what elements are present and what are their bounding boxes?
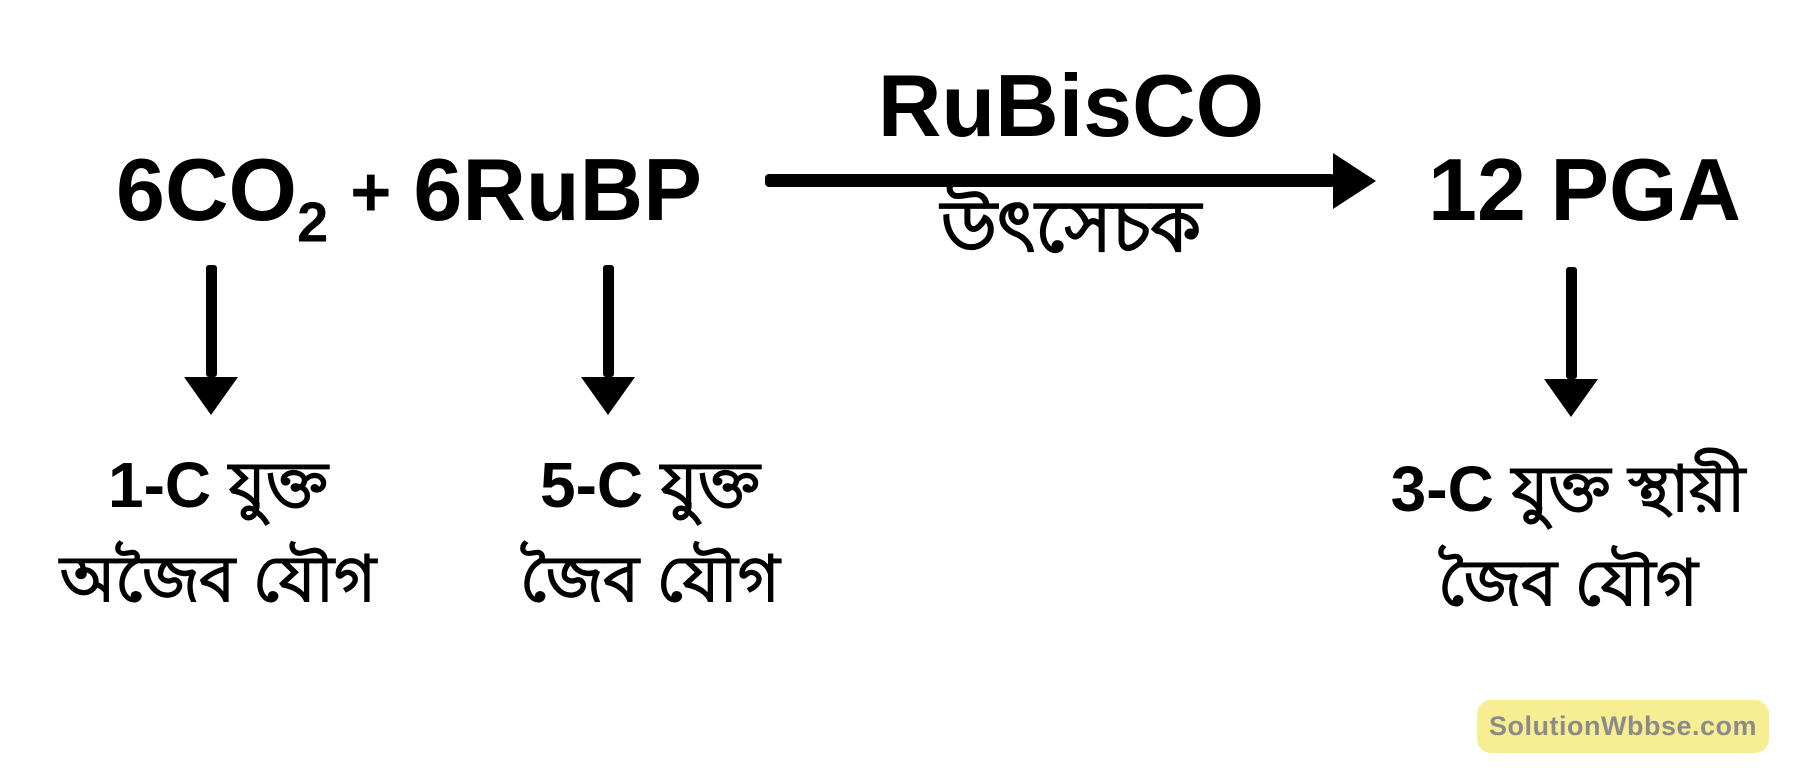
reaction-arrow-shaft [765,174,1335,187]
down-arrow-rubp-shaft [602,265,614,377]
co2-subscript: 2 [296,190,329,254]
co2-branch-label: 1-C যুক্ত অজৈব যৌগ [0,438,436,626]
pga-branch-line1: 3-C যুক্ত স্থায়ী [1390,453,1746,525]
down-arrow-pga-shaft [1565,267,1577,379]
enzyme-role-label: উৎসেচক [940,187,1202,267]
enzyme-name-label: RuBisCO [877,56,1265,155]
down-arrow-co2 [184,265,238,415]
down-arrow-rubp [581,265,635,415]
reaction-arrow-head-icon [1333,153,1376,209]
co2-term: 6CO2 [116,140,328,251]
down-arrow-pga-head-icon [1544,379,1598,417]
co2-branch-line1: 1-C যুক্ত [108,449,328,521]
watermark-text: SolutionWbbse.com [1489,711,1757,741]
equation-product: 12 PGA [1428,140,1742,239]
watermark-badge: SolutionWbbse.com [1477,700,1769,753]
rubp-branch-line2: জৈব যৌগ [520,543,780,615]
equation-reactants: 6CO2+6RuBP [116,146,702,251]
rubp-branch-label: 5-C যুক্ত জৈব যৌগ [410,438,890,626]
co2-term-text: 6CO [116,140,297,239]
co2-branch-line2: অজৈব যৌগ [59,543,377,615]
pga-branch-label: 3-C যুক্ত স্থায়ী জৈব যৌগ [1278,442,1819,630]
down-arrow-co2-shaft [205,265,217,377]
down-arrow-pga [1544,267,1598,417]
down-arrow-co2-head-icon [184,377,238,415]
rubp-term: 6RuBP [413,140,702,239]
down-arrow-rubp-head-icon [581,377,635,415]
pga-branch-line2: জৈব যৌগ [1438,547,1698,619]
plus-sign: + [350,152,392,232]
rubp-branch-line1: 5-C যুক্ত [540,449,760,521]
